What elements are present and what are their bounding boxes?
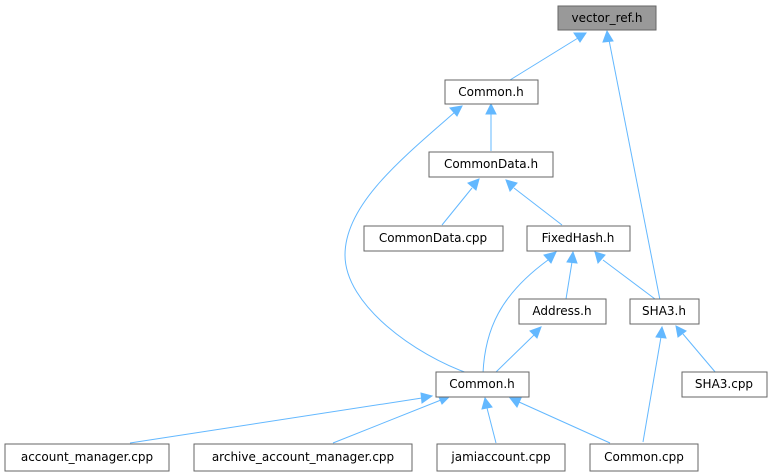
- edge-fixedhash-to-address: [565, 250, 578, 300]
- edge-sha3-to-common-cpp: [642, 325, 667, 443]
- node-sha3-cpp[interactable]: SHA3.cpp: [681, 371, 768, 398]
- node-label: CommonData.h: [444, 157, 538, 171]
- node-vector-ref-h: vector_ref.h: [557, 5, 657, 31]
- node-archive-account-manager-cpp[interactable]: archive_account_manager.cpp: [193, 443, 413, 472]
- node-commondata-cpp[interactable]: CommonData.cpp: [363, 225, 504, 252]
- node-jamiaccount-cpp[interactable]: jamiaccount.cpp: [436, 443, 566, 472]
- node-label: jamiaccount.cpp: [450, 450, 550, 464]
- edge-address-to-common-bottom: [494, 326, 542, 374]
- edge-sha3-to-sha3-cpp: [675, 325, 717, 374]
- edge-common-bottom-to-account-manager: [129, 392, 434, 444]
- edge-common-bottom-to-jamiaccount: [481, 396, 497, 444]
- node-address-h[interactable]: Address.h: [518, 298, 607, 325]
- node-label: SHA3.cpp: [695, 377, 753, 391]
- node-label: FixedHash.h: [542, 231, 615, 245]
- node-common-h-top[interactable]: Common.h: [444, 79, 539, 105]
- node-common-cpp[interactable]: Common.cpp: [589, 443, 699, 472]
- edge-commondata-to-fixedhash: [505, 179, 563, 226]
- node-common-h-bottom[interactable]: Common.h: [435, 371, 530, 398]
- edge-fixedhash-to-sha3: [594, 251, 656, 300]
- node-commondata-h[interactable]: CommonData.h: [428, 151, 554, 178]
- node-account-manager-cpp[interactable]: account_manager.cpp: [4, 443, 170, 472]
- node-label: Common.h: [458, 85, 523, 99]
- node-label: Common.h: [449, 377, 514, 391]
- node-label: archive_account_manager.cpp: [212, 450, 394, 464]
- node-label: CommonData.cpp: [379, 231, 487, 245]
- edge-common-bottom-to-common-cpp: [508, 397, 611, 444]
- node-label: Address.h: [532, 304, 591, 318]
- edge-fixedhash-to-common-bottom: [482, 251, 557, 374]
- edge-vector-ref-to-common-top: [509, 32, 587, 81]
- node-label: account_manager.cpp: [21, 450, 153, 464]
- edge-common-top-to-commondata: [485, 102, 497, 151]
- edge-commondata-to-commondata-cpp: [441, 178, 480, 226]
- node-label: SHA3.h: [642, 304, 686, 318]
- edge-common-top-to-common-bottom: [344, 105, 471, 375]
- node-fixedhash-h[interactable]: FixedHash.h: [526, 225, 631, 252]
- edge-vector-ref-to-sha3: [602, 29, 661, 301]
- node-label: vector_ref.h: [572, 11, 643, 25]
- node-label: Common.cpp: [604, 450, 684, 464]
- node-sha3-h[interactable]: SHA3.h: [629, 298, 700, 325]
